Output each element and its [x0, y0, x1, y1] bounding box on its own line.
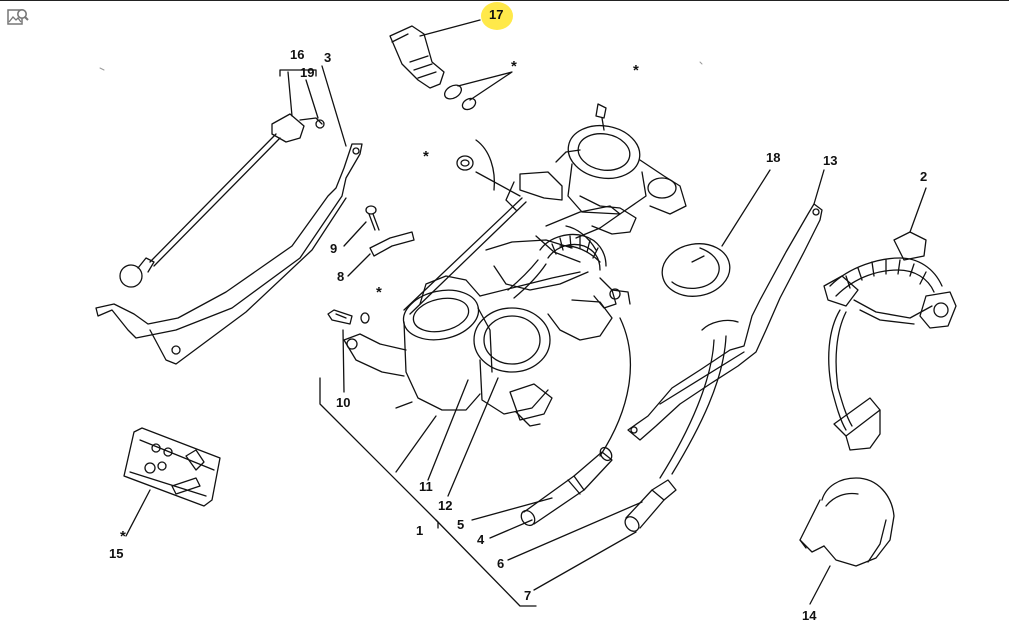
callout-star-screw[interactable]: *	[633, 62, 639, 79]
callout-star-oring-2[interactable]: *	[376, 284, 382, 301]
bracket-1-bottom	[435, 519, 537, 607]
leader-8	[347, 253, 371, 277]
callout-11[interactable]: 11	[419, 479, 433, 494]
cover-part-14	[799, 477, 895, 567]
upper-throttle-body	[505, 103, 687, 235]
callout-8[interactable]: 8	[337, 269, 345, 284]
bracket-part-3	[95, 143, 363, 365]
throttle-body-part-1	[343, 205, 631, 427]
leader-13	[813, 169, 825, 205]
callout-4[interactable]: 4	[477, 532, 485, 547]
screw-part-9	[365, 205, 380, 231]
bracket-1-left	[319, 377, 439, 529]
leader-1b	[395, 415, 437, 473]
kit-part-15	[123, 427, 221, 507]
leader-3	[321, 65, 347, 147]
callout-17-highlight	[481, 2, 513, 30]
leader-14	[809, 565, 831, 605]
leader-18	[721, 169, 771, 247]
leader-19	[305, 79, 319, 119]
leader-7	[533, 531, 637, 591]
callout-19[interactable]: 19	[300, 65, 315, 80]
leader-12	[447, 377, 499, 497]
callout-10[interactable]: 10	[336, 395, 351, 410]
leader-star-oring	[457, 71, 513, 101]
injector-part-17	[389, 25, 477, 111]
leader-9	[343, 221, 367, 247]
leader-11	[427, 379, 469, 481]
wiring-harness-part-2	[823, 231, 957, 451]
callout-9[interactable]: 9	[330, 241, 338, 256]
clip-part-8	[369, 231, 415, 257]
callout-1[interactable]: 1	[416, 523, 424, 538]
top-border	[0, 0, 1009, 1]
leader-6	[507, 501, 643, 561]
callout-7[interactable]: 7	[524, 588, 532, 603]
callout-star-oring[interactable]: *	[511, 58, 517, 75]
callout-18[interactable]: 18	[766, 150, 781, 165]
leader-15	[125, 489, 151, 537]
callout-star-kit[interactable]: *	[120, 528, 126, 545]
registration-mark	[99, 67, 105, 71]
bracket-plate-part-13	[627, 203, 823, 441]
hose-part-4-5	[520, 446, 613, 527]
callout-14[interactable]: 14	[802, 608, 817, 623]
callout-5[interactable]: 5	[457, 517, 465, 532]
image-search-icon[interactable]	[6, 6, 30, 30]
leader-17	[419, 19, 481, 37]
screw-part-10	[327, 309, 370, 325]
callout-15[interactable]: 15	[109, 546, 124, 561]
leader-2	[909, 187, 927, 233]
gasket-part-18	[661, 243, 731, 297]
leader-bracket-16	[279, 69, 317, 77]
leader-16	[287, 71, 293, 117]
corrugated-hose-upper	[507, 233, 607, 299]
rod-part-16	[119, 113, 325, 288]
callout-3[interactable]: 3	[324, 50, 332, 65]
callout-2[interactable]: 2	[920, 169, 928, 184]
callout-12[interactable]: 12	[438, 498, 453, 513]
callout-13[interactable]: 13	[823, 153, 838, 168]
callout-star-washer[interactable]: *	[423, 148, 429, 165]
frame-loop-hose	[599, 317, 727, 479]
registration-mark-2	[699, 61, 703, 65]
leader-4	[489, 519, 533, 539]
callout-16[interactable]: 16	[290, 47, 305, 62]
callout-17[interactable]: 17	[489, 7, 504, 22]
leader-5	[471, 497, 553, 521]
probe-wire	[403, 139, 527, 315]
callout-6[interactable]: 6	[497, 556, 505, 571]
leader-10	[342, 329, 345, 393]
